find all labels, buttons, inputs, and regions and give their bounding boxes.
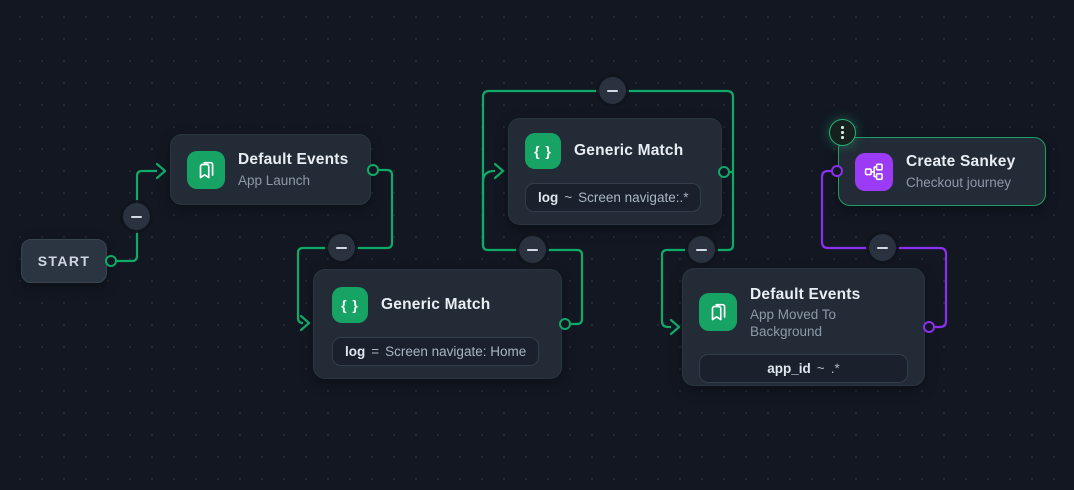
bookmarks-icon xyxy=(187,150,225,189)
bookmarks-icon xyxy=(699,293,737,332)
output-port[interactable] xyxy=(105,255,117,267)
minus-icon xyxy=(131,215,142,218)
filter-key: log xyxy=(345,344,366,359)
remove-edge-button[interactable] xyxy=(869,234,896,261)
arrowhead-icon xyxy=(299,314,311,332)
node-title: Generic Match xyxy=(574,142,684,160)
generic-match-any-node[interactable]: { } Generic Match log ~ Screen navigate:… xyxy=(508,118,722,225)
generic-match-home-node[interactable]: { } Generic Match log = Screen navigate:… xyxy=(313,269,562,379)
filter-key: app_id xyxy=(767,360,811,376)
filter-condition-pill[interactable]: log ~ Screen navigate:.* xyxy=(525,183,702,212)
node-subtitle: Checkout journey xyxy=(906,174,1012,190)
node-title: Default Events xyxy=(750,286,861,303)
filter-operator: ~ xyxy=(564,190,573,205)
arrowhead-icon xyxy=(669,318,681,336)
start-node[interactable]: START xyxy=(21,239,107,283)
filter-condition-pill[interactable]: log = Screen navigate: Home xyxy=(332,337,540,366)
node-title: Generic Match xyxy=(381,296,491,314)
filter-operator: ~ xyxy=(816,360,825,376)
minus-icon xyxy=(336,246,347,249)
default-events-background-node[interactable]: Default Events App Moved To Background a… xyxy=(682,268,925,386)
remove-edge-button[interactable] xyxy=(123,203,150,230)
remove-edge-button[interactable] xyxy=(519,236,546,263)
remove-edge-button[interactable] xyxy=(599,77,626,104)
node-options-button[interactable] xyxy=(829,119,856,146)
start-node-label: START xyxy=(37,253,91,269)
minus-icon xyxy=(696,248,707,251)
create-sankey-node[interactable]: Create Sankey Checkout journey xyxy=(838,137,1046,206)
output-port[interactable] xyxy=(923,321,935,333)
kebab-vertical-icon xyxy=(841,126,844,129)
filter-value: Screen navigate: Home xyxy=(385,344,527,359)
arrowhead-icon xyxy=(155,162,167,180)
workflow-icon xyxy=(855,152,893,191)
remove-edge-button[interactable] xyxy=(328,234,355,261)
filter-value: .* xyxy=(830,360,840,376)
minus-icon xyxy=(877,246,888,249)
minus-icon xyxy=(527,248,538,251)
node-title: Default Events xyxy=(238,151,349,169)
filter-key: log xyxy=(538,190,559,205)
remove-edge-button[interactable] xyxy=(688,236,715,263)
minus-icon xyxy=(607,89,618,92)
default-events-app-launch-node[interactable]: Default Events App Launch xyxy=(170,134,371,205)
filter-operator: = xyxy=(371,344,380,359)
node-subtitle: App Launch xyxy=(238,172,311,188)
braces-icon: { } xyxy=(525,133,561,169)
node-subtitle: App Moved To Background xyxy=(750,307,837,339)
filter-value: Screen navigate:.* xyxy=(578,190,689,205)
braces-icon: { } xyxy=(332,287,368,323)
arrowhead-icon xyxy=(493,162,505,180)
node-title: Create Sankey xyxy=(906,153,1016,171)
filter-condition-pill[interactable]: app_id ~ .* xyxy=(699,353,908,383)
